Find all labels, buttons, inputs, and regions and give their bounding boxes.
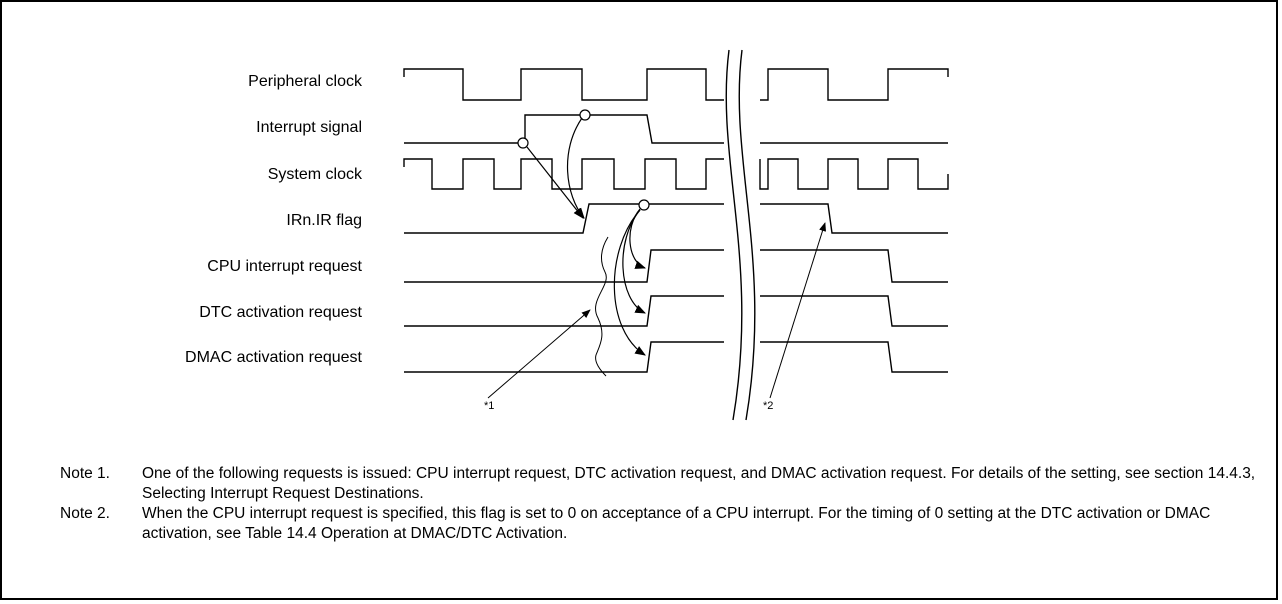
label-interrupt-signal: Interrupt signal: [256, 119, 362, 136]
label-peripheral-clock: Peripheral clock: [248, 73, 363, 90]
edge-marker-interrupt-rise: [517, 137, 529, 149]
note-1: Note 1. One of the following requests is…: [60, 464, 1260, 504]
arrow-interrupt-to-ir-flag-curve: [566, 117, 585, 219]
note-2-text: When the CPU interrupt request is specif…: [142, 505, 1211, 542]
note-2-tag: Note 2.: [60, 505, 110, 522]
marker-note1: *1: [484, 400, 494, 412]
waveform-cpu-interrupt-request: [404, 249, 948, 283]
note-1-tag: Note 1.: [60, 465, 110, 482]
label-cpu-interrupt-request: CPU interrupt request: [207, 258, 362, 275]
timing-diagram: Peripheral clock Interrupt signal System…: [185, 49, 949, 421]
leader-note1: [487, 309, 591, 399]
waveform-dtc-activation-request: [404, 295, 948, 327]
arrow-ir-flag-to-dtc: [622, 209, 646, 314]
waveform-irn-ir-flag: [404, 203, 948, 234]
arrow-interrupt-to-ir-flag: [526, 146, 584, 219]
label-dmac-activation-request: DMAC activation request: [185, 349, 363, 366]
arrow-ir-flag-to-dmac: [613, 209, 646, 356]
waveform-peripheral-clock: [403, 68, 949, 101]
waveform-dmac-activation-request: [404, 341, 948, 373]
note-1-text: One of the following requests is issued:…: [142, 465, 1256, 502]
arrow-ir-flag-to-cpu: [629, 208, 647, 269]
label-irn-ir-flag: IRn.IR flag: [286, 212, 362, 229]
time-break: [725, 49, 756, 421]
label-dtc-activation-request: DTC activation request: [199, 304, 362, 321]
waveform-system-clock: [403, 158, 949, 190]
edge-marker-ir-flag-set: [638, 199, 650, 211]
leader-note2: [769, 222, 827, 399]
notes-section: Note 1. One of the following requests is…: [60, 464, 1260, 544]
marker-note2: *2: [763, 400, 773, 412]
waveform-interrupt-signal: [404, 114, 948, 144]
label-system-clock: System clock: [268, 166, 363, 183]
note-2: Note 2. When the CPU interrupt request i…: [60, 504, 1260, 544]
edge-marker-interrupt-high: [579, 109, 591, 121]
note1-brace: [595, 236, 609, 377]
